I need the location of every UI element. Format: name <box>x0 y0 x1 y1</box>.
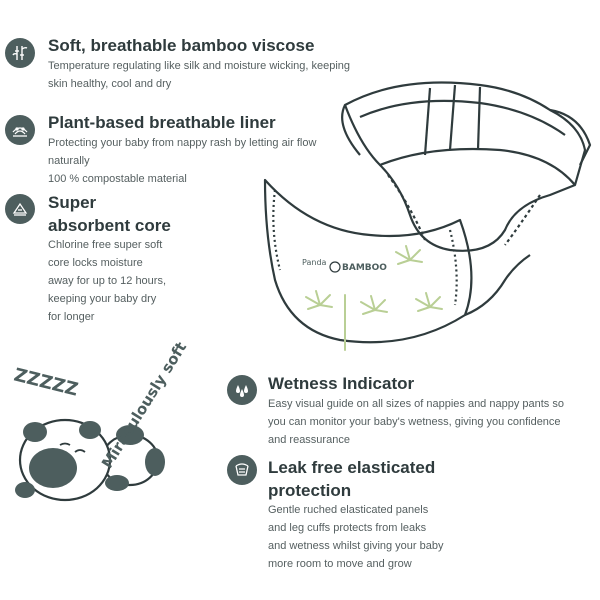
feature-title: Leak free elasticated protection <box>268 456 435 502</box>
description-line: for longer <box>48 311 95 323</box>
sleeping-panda-illustration: ZZZZZ <box>12 364 165 502</box>
title-line: absorbent core <box>48 216 171 235</box>
description-line: and reassurance <box>268 434 350 446</box>
feature-description: Gentle ruched elasticated panels and leg… <box>268 501 443 573</box>
title-line: protection <box>268 481 352 500</box>
description-line: you can monitor your baby's wetness, giv… <box>268 416 561 428</box>
description-line: Temperature regulating like silk and moi… <box>48 60 351 72</box>
feature-description: Chlorine free super soft core locks mois… <box>48 236 166 326</box>
title-line: Leak free elasticated <box>268 458 436 477</box>
description-line: skin healthy, cool and dry <box>48 78 172 90</box>
description-line: core locks moisture <box>48 257 143 269</box>
feature-title: Soft, breathable bamboo viscose <box>48 36 315 55</box>
feature-title: Plant-based breathable liner <box>48 113 276 132</box>
description-line: 100 % compostable material <box>48 173 187 185</box>
leak-shield-icon <box>227 455 257 485</box>
feature-title: Super absorbent core <box>48 191 171 237</box>
description-line: keeping your baby dry <box>48 293 157 305</box>
description-line: more room to move and grow <box>268 558 412 570</box>
description-line: away for up to 12 hours, <box>48 275 167 287</box>
svg-text:BAMBOO: BAMBOO <box>342 263 387 273</box>
nappy-illustration: Panda BAMBOO <box>263 81 592 351</box>
droplets-icon <box>227 375 257 405</box>
description-line: naturally <box>48 155 90 167</box>
title-line: Super <box>48 193 97 212</box>
description-line: Chlorine free super soft <box>48 239 163 251</box>
feature-description: Easy visual guide on all sizes of nappie… <box>268 395 564 449</box>
svg-text:Panda: Panda <box>302 258 327 267</box>
nappy-brand-logo: Panda BAMBOO <box>302 258 387 273</box>
description-line: Easy visual guide on all sizes of nappie… <box>268 398 564 410</box>
description-line: and wetness whilst giving your baby <box>268 540 444 552</box>
sleep-zzz: ZZZZZ <box>12 364 80 400</box>
description-line: Protecting your baby from nappy rash by … <box>48 137 317 149</box>
feature-title: Wetness Indicator <box>268 374 415 393</box>
description-line: Gentle ruched elasticated panels <box>268 504 429 516</box>
liner-icon <box>5 115 35 145</box>
feature-description: Protecting your baby from nappy rash by … <box>48 134 316 188</box>
feature-description: Temperature regulating like silk and moi… <box>48 57 350 93</box>
absorbent-core-icon <box>5 194 35 224</box>
description-line: and leg cuffs protects from leaks <box>268 522 427 534</box>
bamboo-icon <box>5 38 35 68</box>
